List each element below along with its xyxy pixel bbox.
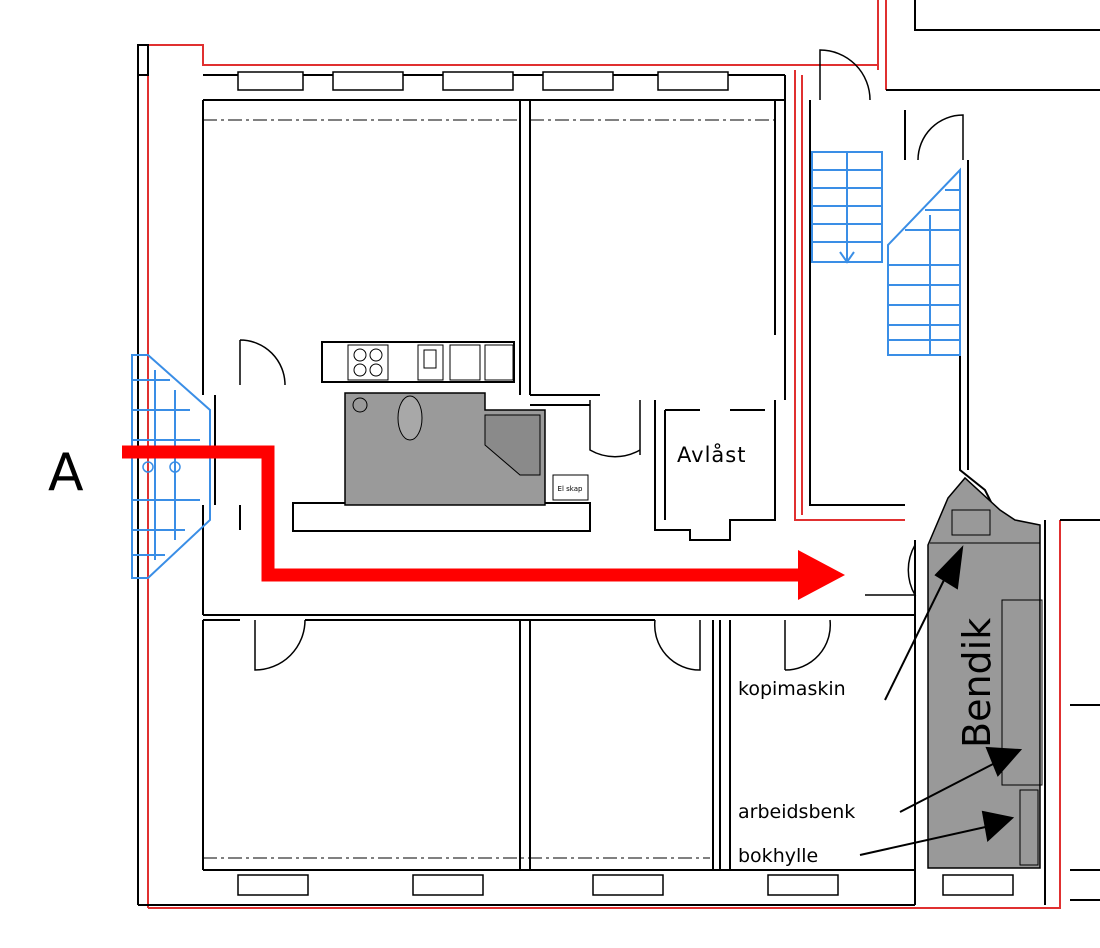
copier-label: kopimaskin xyxy=(738,678,846,700)
electrical-cabinet: El skap xyxy=(552,474,589,501)
stairs-icon xyxy=(131,151,961,579)
bookshelf-label: bokhylle xyxy=(738,845,818,867)
cabinet-label: El skap xyxy=(558,485,583,493)
windows-bottom xyxy=(237,874,1014,896)
beam-lines xyxy=(203,119,775,859)
bookshelf xyxy=(1019,789,1039,866)
workbench-label: arbeidsbenk xyxy=(738,801,855,823)
toilet-icon xyxy=(397,395,423,441)
windows-top xyxy=(237,71,729,91)
walls xyxy=(137,0,1100,906)
building-outline xyxy=(147,0,1061,909)
bathroom xyxy=(344,392,546,506)
entrance-marker: A xyxy=(48,443,84,503)
office-name-label: Bendik xyxy=(955,618,999,748)
pointer-arrows xyxy=(859,545,1023,856)
locked-room-label: Avlåst xyxy=(677,442,746,467)
red-route-arrow xyxy=(122,445,845,600)
copier xyxy=(951,509,991,536)
workbench xyxy=(1001,599,1043,786)
stove-icon xyxy=(353,348,367,362)
kitchen-appliances xyxy=(347,344,514,381)
